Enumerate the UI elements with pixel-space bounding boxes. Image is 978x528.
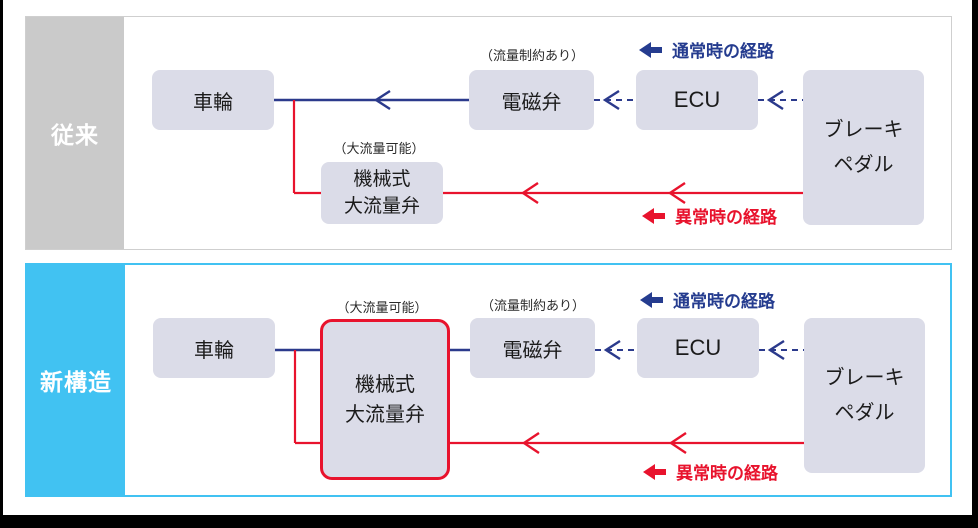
panel-new-structure: 新構造 車輪 機械式 大流量弁 電磁弁 ECU ブレーキ ペダル （大流量可能）… [25,263,952,497]
legend-abnormal-path: 異常時の経路 [643,459,778,484]
node-wheel: 車輪 [153,318,275,378]
left-chevron-icon [520,182,539,204]
node-solenoid-valve: 電磁弁 [469,70,594,130]
node-brake-pedal: ブレーキ ペダル [803,70,924,225]
node-solenoid-valve: 電磁弁 [470,318,595,378]
note-large-flow: （大流量可能） [333,141,425,156]
node-brake-pedal: ブレーキ ペダル [804,318,925,473]
frame-edge-bottom [0,515,978,528]
node-label-line2: 大流量弁 [343,196,420,217]
node-label-line2: 大流量弁 [345,403,425,426]
left-arrow-icon [643,463,667,480]
node-label: 車輪 [193,91,233,114]
frame-edge-right [972,0,978,528]
legend-normal-path: 通常時の経路 [639,37,774,62]
panel-label: 従来 [51,122,99,148]
left-arrow-icon [640,291,664,308]
left-chevron-icon [603,339,621,361]
node-label-line1: ブレーキ [824,366,905,389]
note-flow-restricted: （流量制約あり） [479,48,585,63]
panel-label-band: 従来 [26,17,124,249]
frame-edge-left [0,0,3,528]
node-label-line1: 機械式 [353,169,411,190]
panel-label: 新構造 [40,369,112,395]
left-chevron-icon [602,89,620,111]
node-label: 車輪 [194,339,234,362]
node-label: 電磁弁 [501,91,562,114]
node-mechanical-valve-highlighted: 機械式 大流量弁 [320,319,450,480]
node-label-line2: ペダル [833,153,894,176]
node-ecu: ECU [636,70,758,130]
node-label: ECU [673,87,721,112]
node-label: 電磁弁 [502,339,563,362]
left-arrow-icon [639,41,663,58]
note-large-flow: （大流量可能） [336,300,428,315]
left-chevron-icon [667,182,686,204]
left-chevron-icon [668,432,687,454]
node-mechanical-valve: 機械式 大流量弁 [321,162,443,224]
legend-label: 異常時の経路 [675,208,777,227]
legend-label: 異常時の経路 [676,464,778,483]
node-label: ECU [674,335,722,360]
left-chevron-icon [373,89,391,111]
left-chevron-icon [766,89,784,111]
panel-conventional: 従来 車輪 電磁弁 ECU ブレーキ ペダル 機械式 大流量弁 （流量制約あり）… [25,16,952,250]
legend-label: 通常時の経路 [673,292,775,311]
legend-label: 通常時の経路 [672,42,774,61]
legend-abnormal-path: 異常時の経路 [642,203,777,228]
legend-normal-path: 通常時の経路 [640,287,775,312]
node-ecu: ECU [637,318,759,378]
node-label-line2: ペダル [834,401,895,424]
node-label-line1: ブレーキ [823,118,904,141]
left-arrow-icon [642,207,666,224]
left-chevron-icon [767,339,785,361]
note-flow-restricted: （流量制約あり） [480,298,586,313]
node-wheel: 車輪 [152,70,274,130]
panel-label-band: 新構造 [27,265,125,495]
node-label-line1: 機械式 [355,373,415,396]
left-chevron-icon [521,432,540,454]
